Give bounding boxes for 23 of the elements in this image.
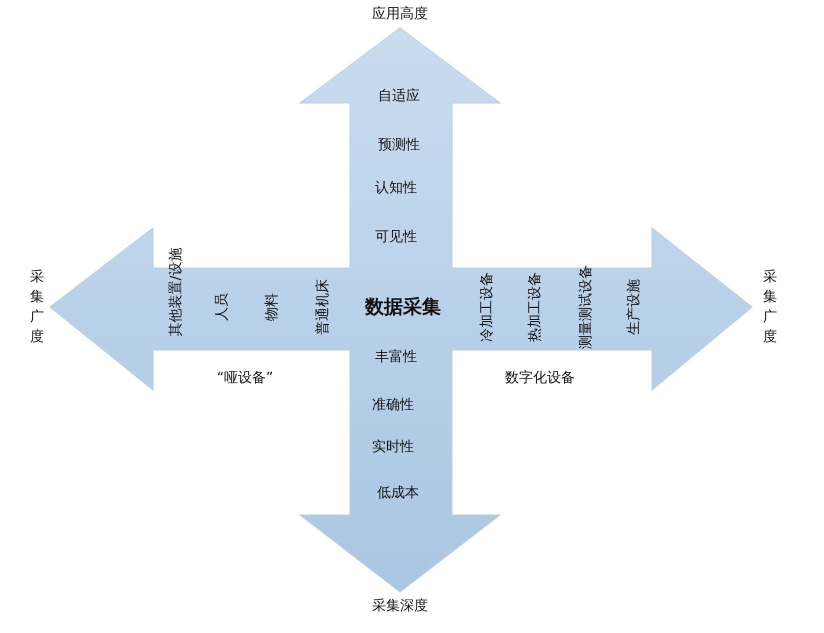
axis-label: 采集广度 xyxy=(30,268,44,347)
axis-label: 应用高度 xyxy=(372,5,428,23)
axis-label: 采集广度 xyxy=(763,268,777,347)
group-label: 数字化设备 xyxy=(505,369,575,387)
property-label: 自适应 xyxy=(378,87,420,105)
device-label: 测量测试设备 xyxy=(577,265,595,349)
property-label: 丰富性 xyxy=(375,348,417,366)
device-label: 普通机床 xyxy=(314,279,332,335)
device-label: 热加工设备 xyxy=(526,272,544,342)
property-label: 准确性 xyxy=(372,396,414,414)
device-label: 物料 xyxy=(263,293,281,321)
device-label: 生产设施 xyxy=(625,279,643,335)
property-label: 可见性 xyxy=(375,228,417,246)
device-label: 冷加工设备 xyxy=(478,272,496,342)
device-label: 人员 xyxy=(213,293,231,321)
group-label: “哑设备” xyxy=(216,369,274,387)
property-label: 实时性 xyxy=(372,438,414,456)
center-title: 数据采集 xyxy=(365,295,441,320)
device-label: 其他装置/设施 xyxy=(167,248,185,336)
property-label: 预测性 xyxy=(378,136,420,154)
property-label: 低成本 xyxy=(377,484,419,502)
property-label: 认知性 xyxy=(375,179,417,197)
axis-label: 采集深度 xyxy=(372,597,428,615)
